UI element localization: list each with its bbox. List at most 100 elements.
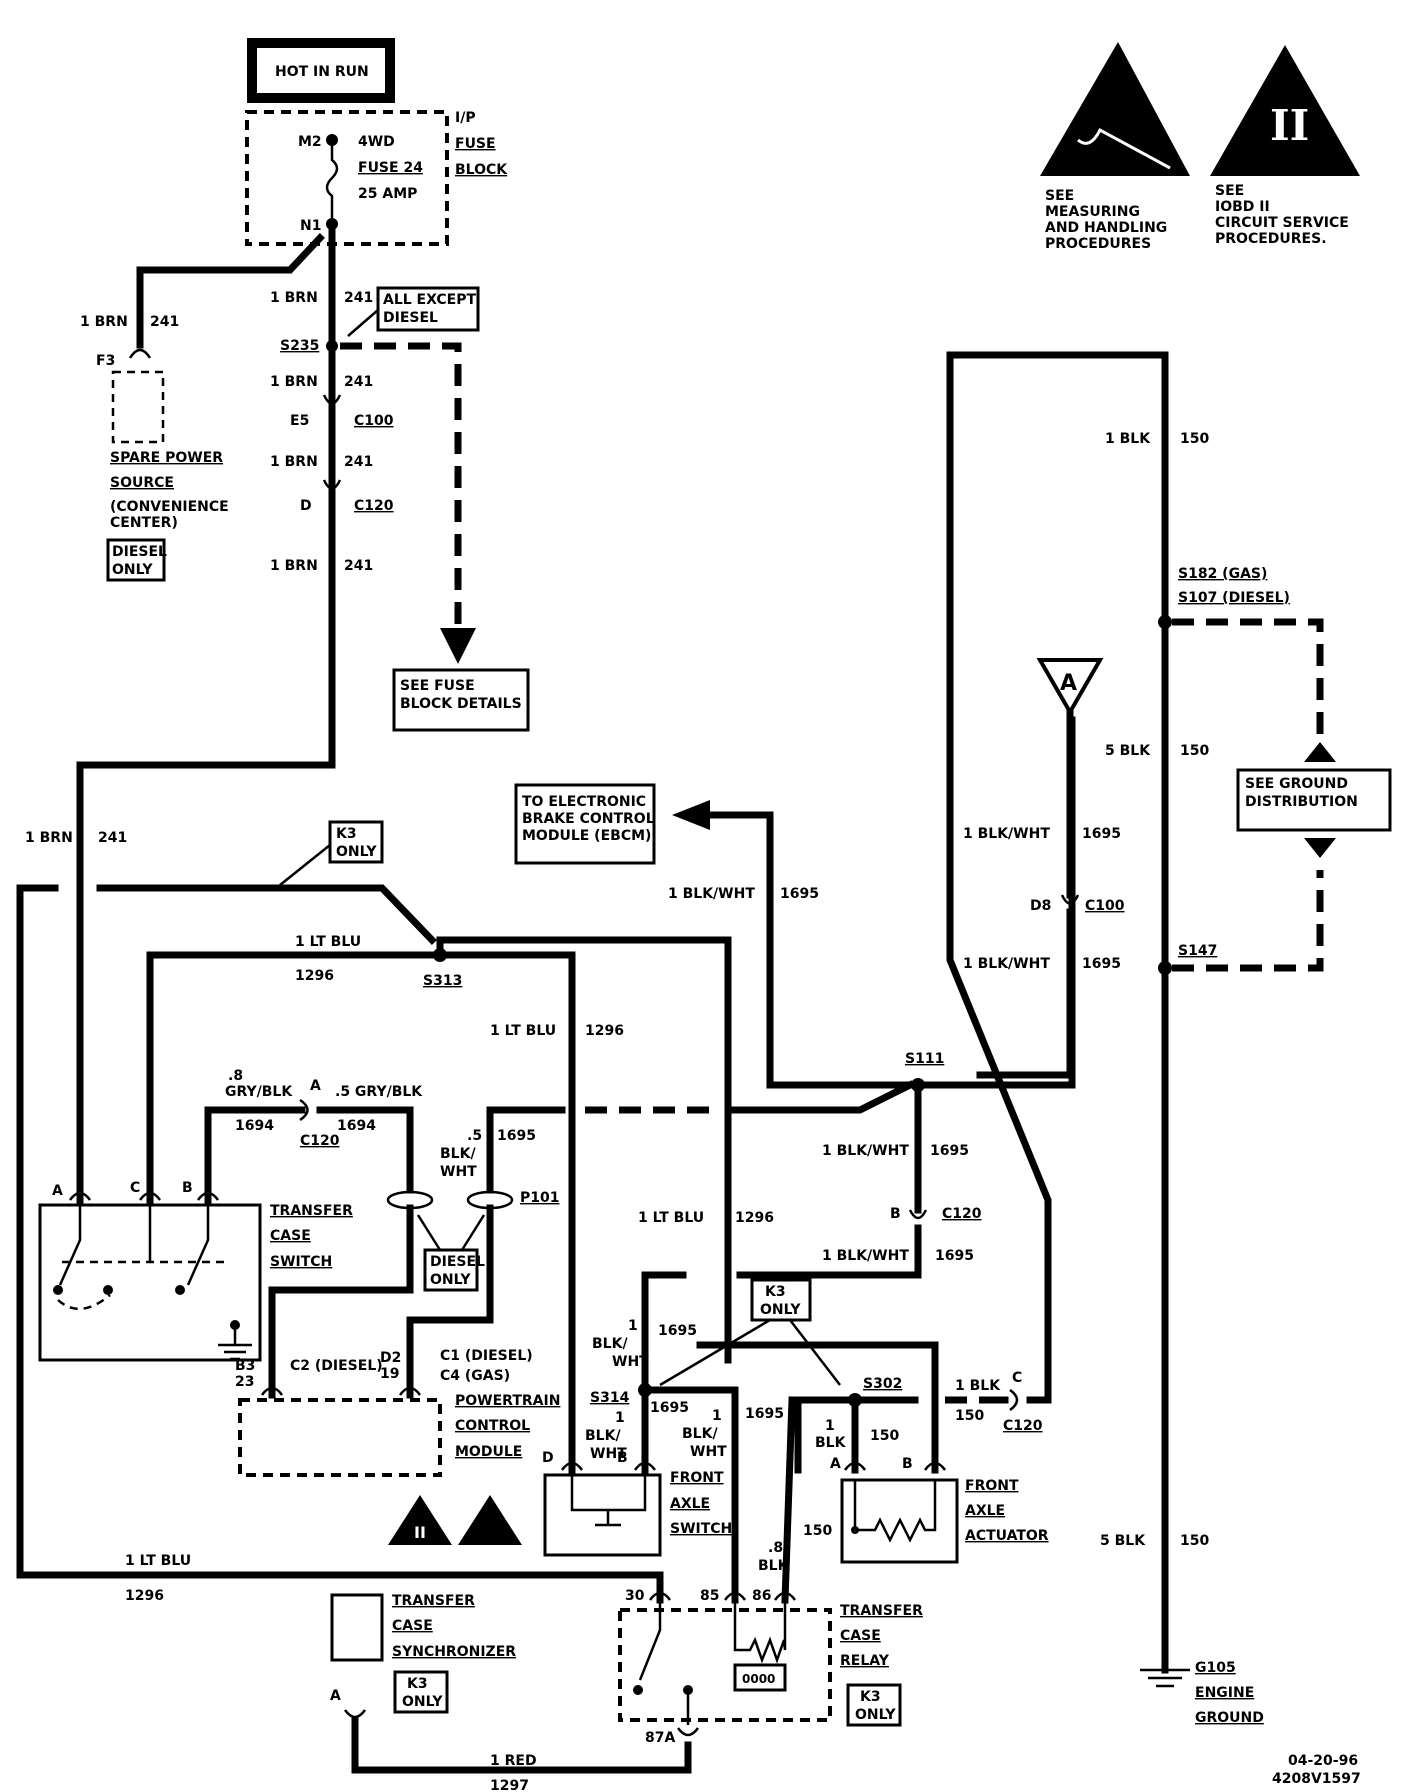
svg-text:DIESEL: DIESEL [383, 310, 438, 326]
svg-text:F3: F3 [96, 353, 115, 369]
svg-text:241: 241 [98, 830, 127, 846]
svg-text:C: C [130, 1180, 140, 1196]
svg-text:C2 (DIESEL): C2 (DIESEL) [290, 1358, 383, 1374]
svg-text:GRY/BLK: GRY/BLK [225, 1084, 293, 1100]
svg-text:1297: 1297 [490, 1778, 529, 1792]
svg-text:RELAY: RELAY [840, 1653, 890, 1669]
svg-text:SEE: SEE [1045, 188, 1074, 204]
svg-text:CIRCUIT SERVICE: CIRCUIT SERVICE [1215, 215, 1349, 231]
svg-text:C120: C120 [1003, 1418, 1043, 1434]
svg-text:(CONVENIENCE: (CONVENIENCE [110, 499, 229, 515]
svg-text:C120: C120 [354, 498, 394, 514]
svg-text:D: D [542, 1450, 554, 1466]
svg-text:1: 1 [628, 1318, 638, 1334]
svg-text:B: B [182, 1180, 193, 1196]
svg-text:WHT: WHT [690, 1444, 727, 1460]
svg-text:B: B [902, 1456, 913, 1472]
svg-text:04-20-96: 04-20-96 [1288, 1753, 1358, 1769]
svg-text:WHT: WHT [440, 1164, 477, 1180]
svg-text:241: 241 [344, 290, 373, 306]
svg-text:85: 85 [700, 1588, 719, 1604]
svg-text:A: A [330, 1688, 341, 1704]
svg-text:II: II [414, 1523, 426, 1542]
svg-text:1 BLK/WHT: 1 BLK/WHT [822, 1143, 909, 1159]
svg-text:1694: 1694 [337, 1118, 376, 1134]
connector-a-wire: A 1 BLK/WHT 1695 D8 C100 1 BLK/WHT 1695 [963, 658, 1125, 1079]
svg-text:M2: M2 [298, 134, 322, 150]
svg-text:FRONT: FRONT [670, 1470, 724, 1486]
ebcm-box: TO ELECTRONIC BRAKE CONTROL MODULE (EBCM… [514, 783, 656, 865]
svg-text:150: 150 [1180, 1533, 1209, 1549]
svg-text:G105: G105 [1195, 1660, 1236, 1676]
svg-text:WHT: WHT [590, 1446, 627, 1462]
svg-text:FUSE: FUSE [455, 136, 496, 152]
svg-text:87A: 87A [645, 1730, 675, 1746]
svg-text:TRANSFER: TRANSFER [392, 1593, 475, 1609]
s302-splice: S302 1 BLK 150 1 BLK 150 C C120 .8 BLK 1… [696, 351, 1169, 1604]
svg-text:TO ELECTRONIC: TO ELECTRONIC [522, 794, 646, 810]
svg-text:241: 241 [344, 558, 373, 574]
pcm-warning-symbols: II [388, 1495, 522, 1545]
svg-text:4208V1597: 4208V1597 [1272, 1771, 1361, 1787]
esd-warning: SEE MEASURING AND HANDLING PROCEDURES [1040, 42, 1190, 252]
svg-text:C4 (GAS): C4 (GAS) [440, 1368, 510, 1384]
svg-text:ALL EXCEPT: ALL EXCEPT [383, 292, 477, 308]
svg-text:25 AMP: 25 AMP [358, 186, 417, 202]
svg-text:4WD: 4WD [358, 134, 395, 150]
svg-text:MODULE (EBCM): MODULE (EBCM) [522, 828, 651, 844]
svg-text:SEE FUSE: SEE FUSE [400, 678, 475, 694]
svg-text:241: 241 [150, 314, 179, 330]
svg-text:D: D [300, 498, 312, 514]
svg-text:23: 23 [235, 1374, 254, 1390]
svg-text:POWERTRAIN: POWERTRAIN [455, 1393, 560, 1409]
svg-text:1694: 1694 [235, 1118, 274, 1134]
svg-text:S235: S235 [280, 338, 319, 354]
svg-text:SWITCH: SWITCH [270, 1254, 332, 1270]
svg-text:B: B [890, 1206, 901, 1222]
svg-text:ONLY: ONLY [855, 1707, 896, 1723]
svg-text:A: A [52, 1183, 63, 1199]
svg-text:BLK: BLK [815, 1435, 847, 1451]
svg-text:D2: D2 [380, 1350, 401, 1366]
svg-text:1 BRN: 1 BRN [270, 454, 318, 470]
transfer-case-relay: 0000 30 85 86 87A TRANSFER CASE RELAY K3… [343, 1588, 923, 1792]
svg-text:1296: 1296 [125, 1588, 164, 1604]
svg-text:PROCEDURES: PROCEDURES [1045, 236, 1151, 252]
hot-in-run-box: HOT IN RUN [247, 38, 395, 103]
svg-text:5 BLK: 5 BLK [1100, 1533, 1146, 1549]
obd-warning: II SEE IOBD II CIRCUIT SERVICE PROCEDURE… [1210, 45, 1360, 247]
svg-text:1 RED: 1 RED [490, 1753, 537, 1769]
svg-text:CASE: CASE [270, 1228, 311, 1244]
svg-text:1 BLK/WHT: 1 BLK/WHT [822, 1248, 909, 1264]
gry-blk-1694-wire: .8 GRY/BLK A .5 GRY/BLK 1694 1694 C120 [204, 1068, 423, 1204]
p101-connectors: DIESEL ONLY [268, 1190, 514, 1399]
svg-text:1 BLK/WHT: 1 BLK/WHT [963, 956, 1050, 972]
svg-text:IOBD II: IOBD II [1215, 199, 1270, 215]
svg-text:1 LT BLU: 1 LT BLU [125, 1553, 191, 1569]
svg-text:B3: B3 [235, 1358, 255, 1374]
svg-text:BLOCK DETAILS: BLOCK DETAILS [400, 696, 522, 712]
svg-text:19: 19 [380, 1366, 399, 1382]
svg-text:P101: P101 [520, 1190, 559, 1206]
svg-text:ENGINE: ENGINE [1195, 1685, 1254, 1701]
svg-text:1 BRN: 1 BRN [270, 374, 318, 390]
svg-text:S107 (DIESEL): S107 (DIESEL) [1178, 590, 1290, 606]
svg-text:1: 1 [825, 1418, 835, 1434]
svg-text:1 LT BLU: 1 LT BLU [490, 1023, 556, 1039]
svg-text:C120: C120 [300, 1133, 340, 1149]
svg-text:1 LT BLU: 1 LT BLU [638, 1210, 704, 1226]
svg-text:1695: 1695 [780, 886, 819, 902]
front-axle-actuator: A B FRONT AXLE ACTUATOR [830, 1456, 1049, 1564]
svg-text:S313: S313 [423, 973, 462, 989]
svg-text:S147: S147 [1178, 943, 1217, 959]
svg-text:1296: 1296 [735, 1210, 774, 1226]
svg-text:C120: C120 [942, 1206, 982, 1222]
svg-text:S302: S302 [863, 1376, 902, 1392]
svg-text:TRANSFER: TRANSFER [270, 1203, 353, 1219]
svg-text:FRONT: FRONT [965, 1478, 1019, 1494]
svg-text:150: 150 [1180, 743, 1209, 759]
svg-text:BLK/: BLK/ [585, 1428, 621, 1444]
svg-text:K3: K3 [860, 1689, 881, 1705]
svg-text:1 BLK/WHT: 1 BLK/WHT [963, 826, 1050, 842]
svg-text:1 BLK/WHT: 1 BLK/WHT [668, 886, 755, 902]
